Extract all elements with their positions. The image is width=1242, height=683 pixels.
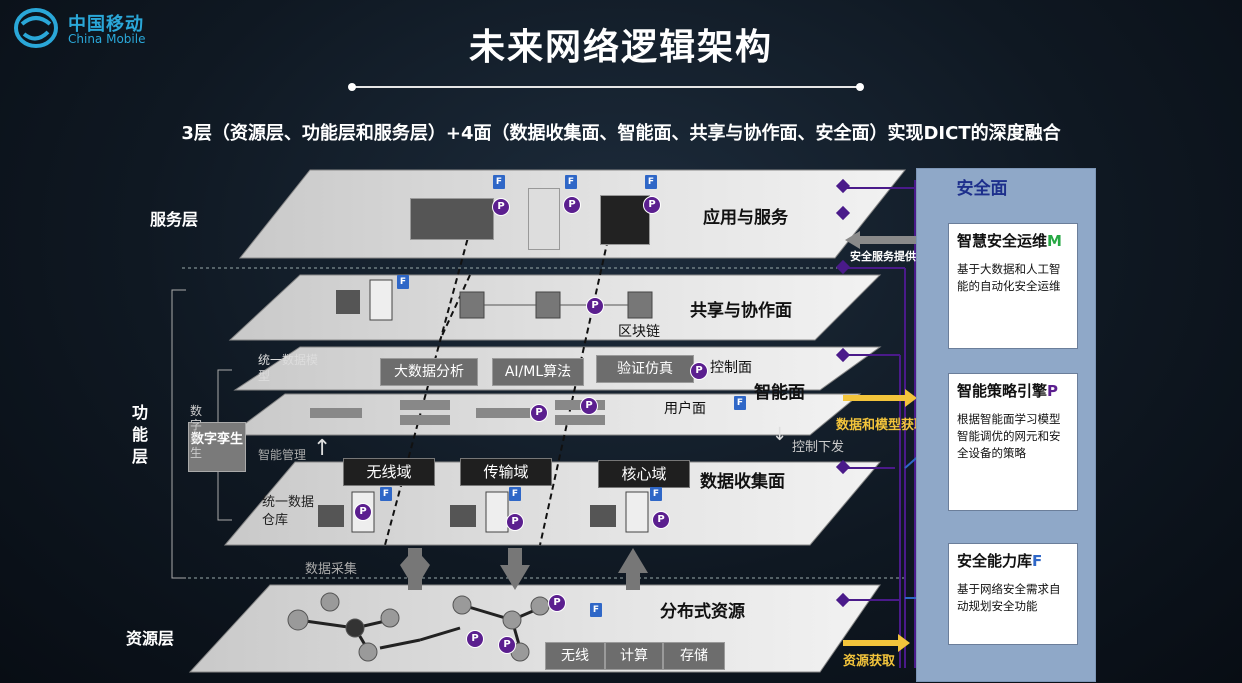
twin-column-label: 数字孪生 bbox=[190, 404, 203, 460]
data-collect-label: 数据采集 bbox=[305, 562, 358, 577]
up-arrow-icon: ↑ bbox=[313, 436, 332, 461]
p-badge: P bbox=[652, 511, 670, 529]
collection-plane-label: 数据收集面 bbox=[700, 472, 785, 492]
control-issue-label: 控制下发 bbox=[792, 440, 845, 455]
china-mobile-logo-icon bbox=[14, 8, 58, 48]
service-image-1 bbox=[410, 198, 494, 240]
p-badge: P bbox=[643, 196, 661, 214]
policy-engine-desc: 根据智能面学习模型智能调优的网元和安全设备的策略 bbox=[957, 412, 1061, 460]
up-arrow bbox=[618, 548, 648, 590]
f-badge: F bbox=[734, 396, 746, 410]
data-warehouse-label: 统一数据仓库 bbox=[262, 495, 315, 528]
title-divider bbox=[348, 83, 864, 91]
up-arrow bbox=[500, 548, 530, 590]
robot-image bbox=[528, 188, 560, 250]
page-title: 未来网络逻辑架构 bbox=[468, 27, 773, 68]
cube-node bbox=[535, 291, 561, 319]
china-mobile-logo: 中国移动 China Mobile bbox=[14, 6, 174, 50]
f-badge: F bbox=[509, 487, 521, 501]
p-badge: P bbox=[586, 297, 604, 315]
server-rack bbox=[336, 290, 360, 314]
security-panel: 安全面 智慧安全运维M 基于大数据和人工智能的自动化安全运维 智能策略引擎P 根… bbox=[916, 168, 1096, 682]
core-domain: 核心域 bbox=[598, 460, 690, 488]
capability-lib-desc: 基于网络安全需求自动规划安全功能 bbox=[957, 582, 1061, 613]
capability-lib-letter: F bbox=[1032, 552, 1043, 570]
server-tower bbox=[485, 491, 509, 533]
f-badge: F bbox=[645, 175, 657, 189]
f-badge: F bbox=[590, 603, 602, 617]
server-rack bbox=[318, 505, 344, 527]
resource-layer-label: 资源层 bbox=[126, 629, 175, 648]
transport-domain: 传输域 bbox=[460, 458, 552, 486]
f-badge: F bbox=[493, 175, 505, 189]
control-plane-label: 控制面 bbox=[710, 360, 752, 376]
logo-cn-text: 中国移动 bbox=[68, 14, 144, 35]
unified-model-label: 统一数据模型 bbox=[258, 353, 319, 383]
p-badge: P bbox=[548, 594, 566, 612]
capability-lib-box: 安全能力库F 基于网络安全需求自动规划安全功能 bbox=[948, 543, 1078, 645]
p-badge: P bbox=[580, 397, 598, 415]
p-badge: P bbox=[354, 503, 372, 521]
verification-tag: 验证仿真 bbox=[596, 355, 694, 383]
intelligent-plane-label: 智能面 bbox=[754, 383, 805, 403]
function-layer-label: 功能层 bbox=[132, 403, 149, 466]
cube-node bbox=[627, 291, 653, 319]
security-service-label: 安全服务提供 bbox=[850, 250, 916, 263]
service-plane bbox=[238, 169, 907, 259]
service-layer-label: 服务层 bbox=[150, 210, 199, 229]
p-badge: P bbox=[530, 404, 548, 422]
p-badge: P bbox=[492, 198, 510, 216]
f-badge: F bbox=[565, 175, 577, 189]
f-badge: F bbox=[397, 275, 409, 289]
security-panel-title: 安全面 bbox=[956, 179, 1008, 199]
security-ops-title: 智慧安全运维 bbox=[957, 232, 1048, 250]
p-badge: P bbox=[506, 513, 524, 531]
digital-twin-box: 数字孪生 bbox=[188, 422, 246, 472]
f-badge: F bbox=[380, 487, 392, 501]
compute-resource-tag: 计算 bbox=[605, 642, 663, 670]
cube-node bbox=[459, 291, 485, 319]
policy-engine-box: 智能策略引擎P 根据智能面学习模型智能调优的网元和安全设备的策略 bbox=[948, 373, 1078, 511]
smart-manage-label: 智能管理 bbox=[258, 448, 307, 462]
server-tower bbox=[625, 491, 649, 533]
security-ops-letter: M bbox=[1047, 232, 1062, 250]
storage-resource-tag: 存储 bbox=[663, 642, 725, 670]
policy-engine-letter: P bbox=[1047, 382, 1059, 400]
p-badge: P bbox=[498, 636, 516, 654]
policy-engine-title: 智能策略引擎 bbox=[957, 382, 1048, 400]
server-rack bbox=[450, 505, 476, 527]
big-data-tag: 大数据分析 bbox=[380, 358, 478, 386]
p-badge: P bbox=[690, 362, 708, 380]
up-arrow bbox=[400, 548, 430, 590]
security-ops-box: 智慧安全运维M 基于大数据和人工智能的自动化安全运维 bbox=[948, 223, 1078, 349]
down-arrow-icon: ↓ bbox=[772, 424, 788, 445]
p-badge: P bbox=[466, 630, 484, 648]
blockchain-label: 区块链 bbox=[618, 324, 660, 340]
ai-ml-tag: AI/ML算法 bbox=[492, 358, 584, 386]
distributed-resource-label: 分布式资源 bbox=[660, 602, 745, 622]
p-badge: P bbox=[563, 196, 581, 214]
security-ops-desc: 基于大数据和人工智能的自动化安全运维 bbox=[957, 262, 1061, 293]
user-plane-label: 用户面 bbox=[664, 401, 706, 417]
data-model-label: 数据和模型获取 bbox=[836, 418, 928, 433]
capability-lib-title: 安全能力库 bbox=[957, 552, 1033, 570]
page-subtitle: 3层（资源层、功能层和服务层）+4面（数据收集面、智能面、共享与协作面、安全面）… bbox=[181, 123, 1061, 144]
app-service-label: 应用与服务 bbox=[703, 208, 788, 228]
f-badge: F bbox=[650, 487, 662, 501]
server-rack bbox=[590, 505, 616, 527]
wireless-domain: 无线域 bbox=[343, 458, 435, 486]
wireless-resource-tag: 无线 bbox=[545, 642, 605, 670]
share-plane-label: 共享与协作面 bbox=[690, 301, 792, 321]
service-image-3 bbox=[600, 195, 650, 245]
resource-get-label: 资源获取 bbox=[843, 654, 896, 669]
logo-en-text: China Mobile bbox=[68, 32, 146, 46]
server-tower bbox=[369, 279, 393, 321]
